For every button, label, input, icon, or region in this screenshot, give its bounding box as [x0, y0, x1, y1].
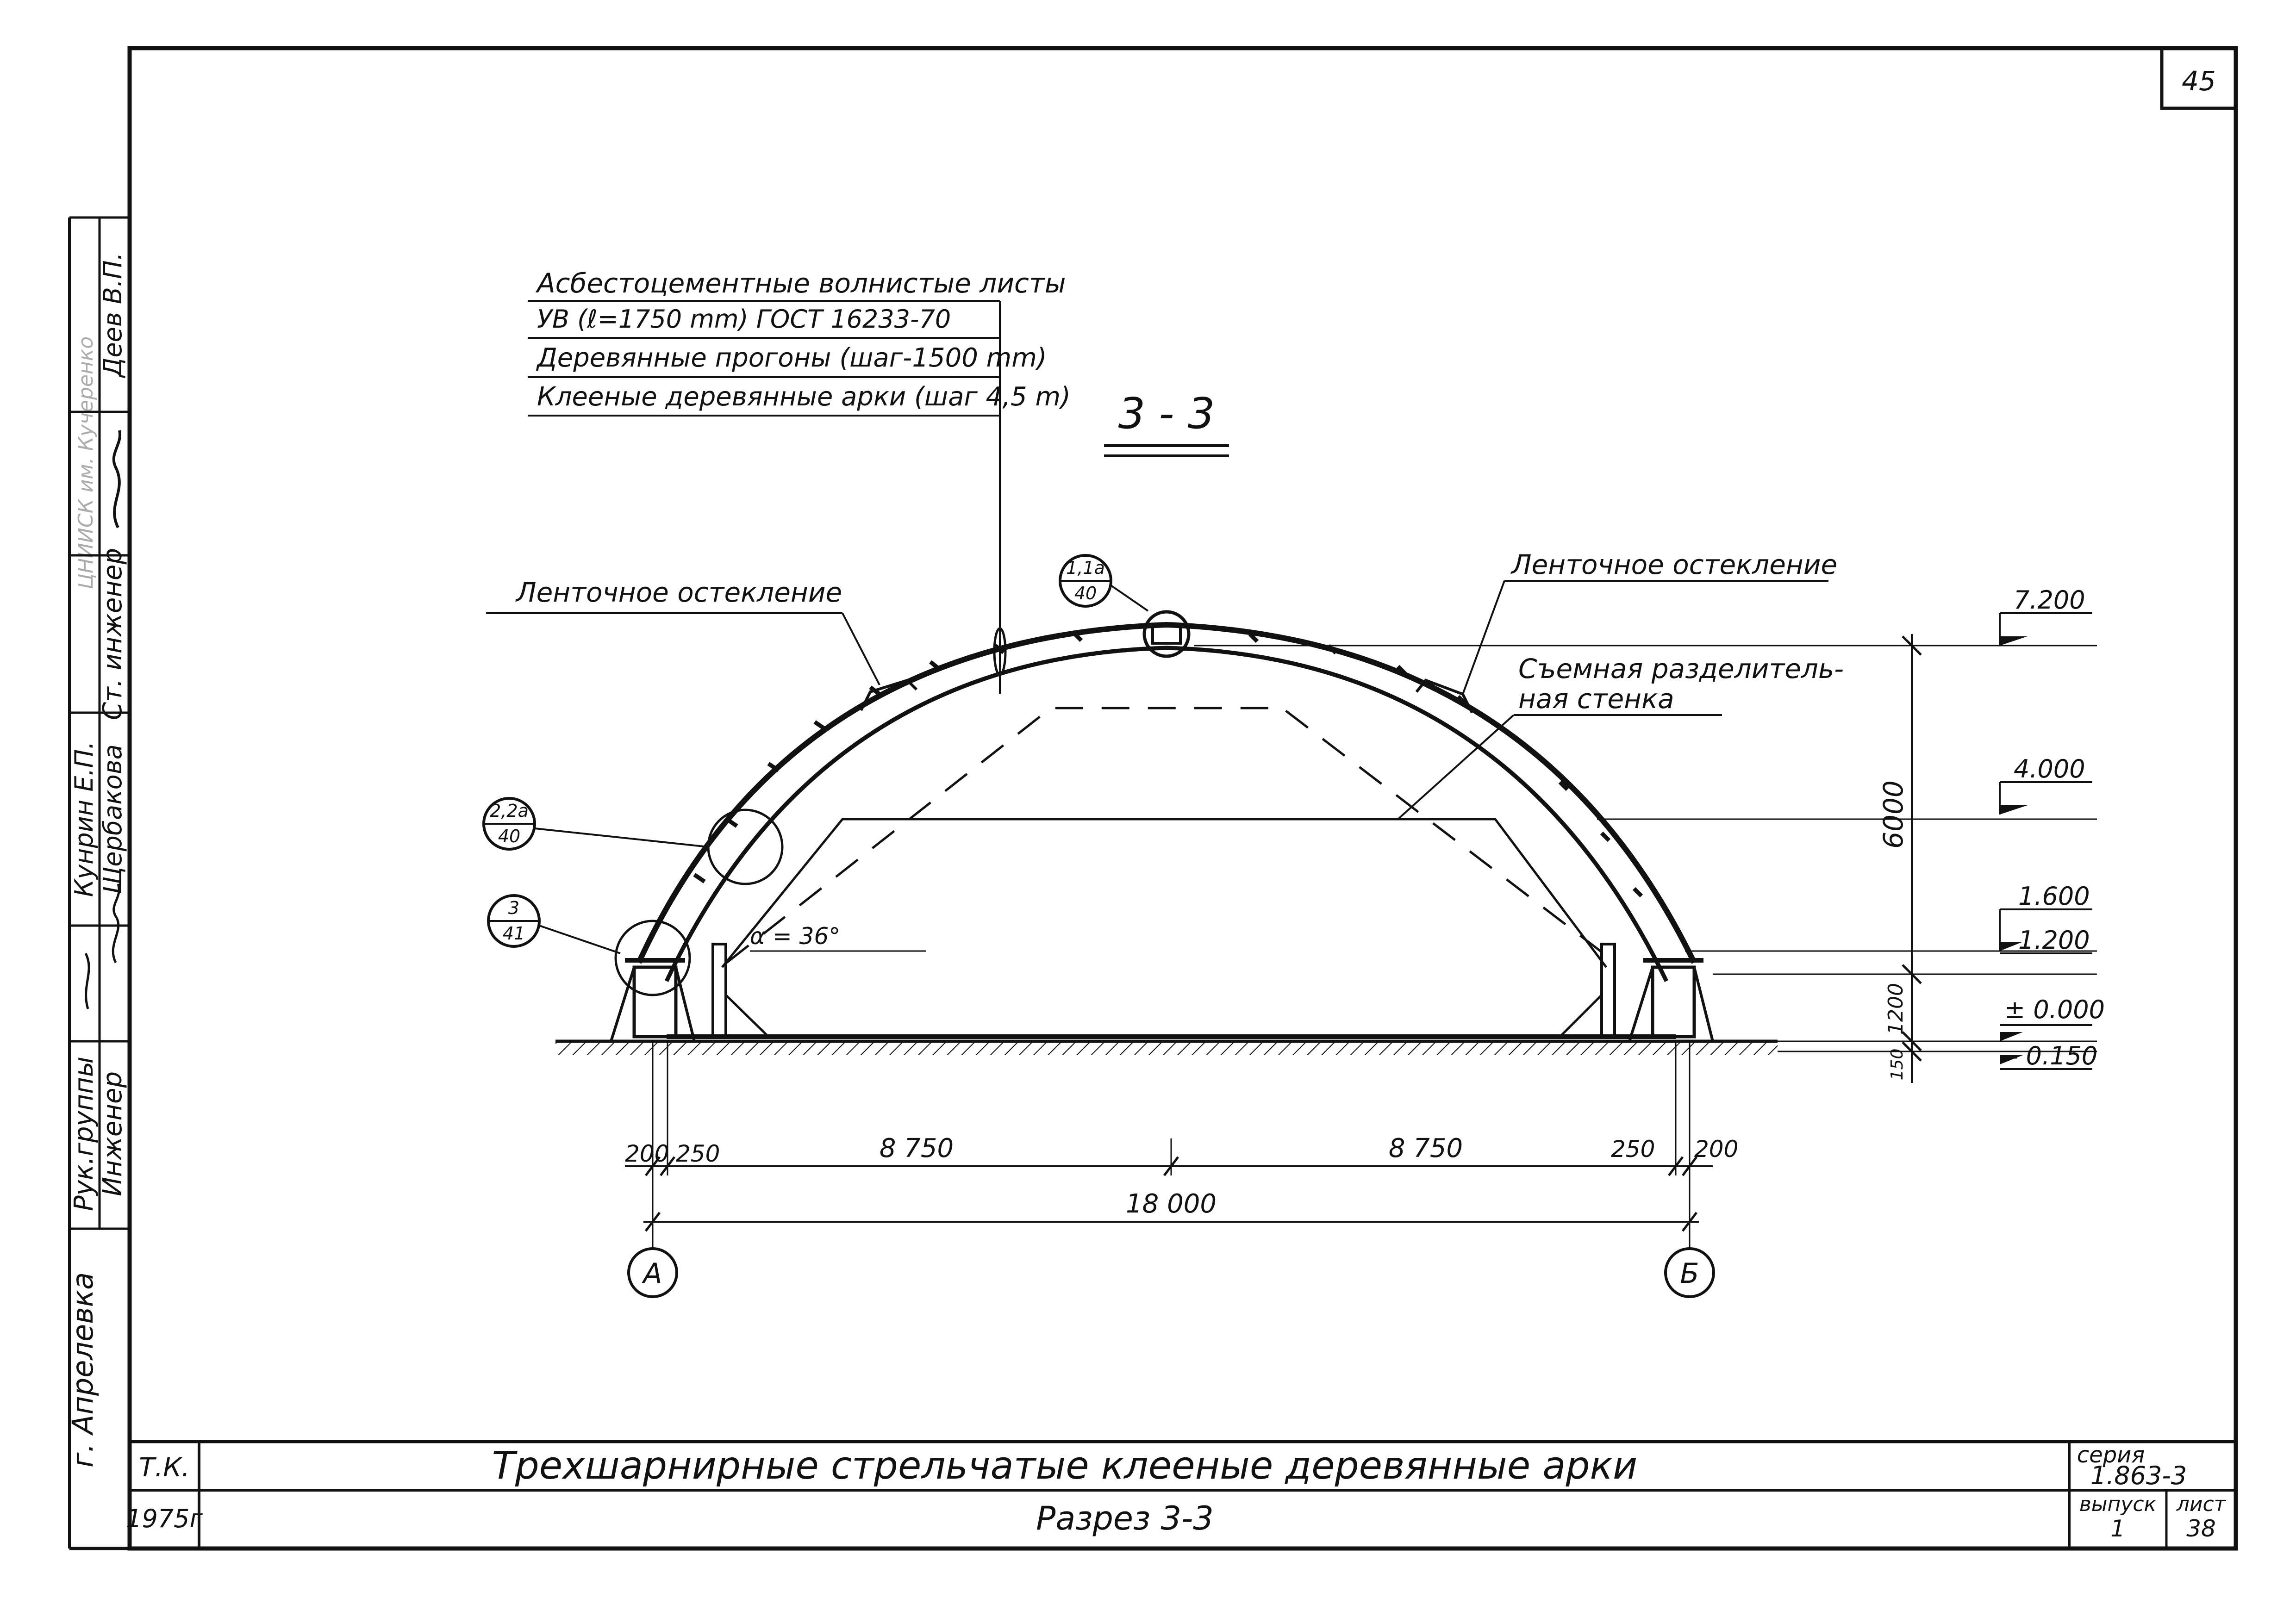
- glazing-left-callout: Ленточное остекление: [486, 577, 880, 685]
- level-0000: ± 0.000: [2004, 995, 2105, 1024]
- role-engineer: Инженер: [98, 1071, 128, 1196]
- node-ref-1-bottom: 40: [1074, 583, 1097, 603]
- signature-3: [112, 430, 122, 529]
- roof-callout: Асбестоцементные волнистые листы УВ (ℓ=1…: [528, 267, 1071, 694]
- city-label: г. Апрелевка: [66, 1272, 100, 1468]
- sheet-number: 45: [2182, 65, 2216, 97]
- dim-6000: 6000: [1878, 780, 1909, 849]
- dim-150: 150: [1888, 1049, 1907, 1081]
- node-ref-3: 3 41: [487, 894, 691, 996]
- side-stamp: Рук.группы Инженер Ст. инженер Кунрин Е.…: [66, 216, 130, 1468]
- partition-label-1: Съемная разделитель-: [1518, 653, 1844, 684]
- dim-span-18000: 18 000: [1126, 1189, 1217, 1219]
- angle-callout: α = 36°: [750, 923, 840, 950]
- arches-label: Клееные деревянные арки (шаг 4,5 m): [537, 382, 1071, 412]
- internal-outline: [721, 707, 1616, 968]
- right-support: [1628, 958, 1714, 1042]
- title-block: Т.К. 1975г Трехшарнирные стрельчатые кле…: [126, 1440, 2236, 1548]
- axis-b: Б: [1664, 1240, 1715, 1298]
- axis-b-label: Б: [1680, 1257, 1699, 1290]
- level-4000: 4.000: [2014, 754, 2085, 784]
- horizontal-dimensions: 200 250 8 750 8 750 250 200 18 000: [625, 1041, 1738, 1240]
- roof-sheets-label: Асбестоцементные волнистые листы: [535, 267, 1066, 299]
- ground: [555, 1034, 1778, 1055]
- section-title-text: 3 - 3: [1118, 389, 1215, 438]
- sheet-number-box: 45: [2160, 46, 2238, 110]
- node-ref-2-bottom: 40: [498, 826, 520, 846]
- arch-structure: [610, 610, 1714, 1042]
- org-code: Т.К.: [139, 1453, 190, 1483]
- angle-label: α = 36°: [750, 923, 840, 950]
- drawing-subtitle: Разрез 3-3: [1036, 1499, 1214, 1537]
- dim-right-250: 250: [1611, 1136, 1655, 1163]
- node-ref-3-top: 3: [508, 898, 519, 918]
- level-minus-0150: - 0.150: [2009, 1041, 2097, 1070]
- drawing-title: Трехшарнирные стрельчатые клееные деревя…: [492, 1444, 1638, 1488]
- issue-value: 1: [2110, 1515, 2125, 1542]
- node-ref-1: 1,1а 40: [1059, 554, 1149, 612]
- dim-left-8750: 8 750: [880, 1133, 954, 1163]
- faded-stamp-text: ЦНИИСК им. Кучеренко: [74, 336, 98, 589]
- vertical-dimensions: 6000 1200 150: [1878, 634, 1922, 1083]
- dim-1200: 1200: [1884, 983, 1908, 1035]
- dim-left-250: 250: [676, 1140, 720, 1167]
- sheet-value: 38: [2186, 1515, 2216, 1542]
- dim-right-8750: 8 750: [1389, 1133, 1463, 1163]
- role-senior-engineer: Ст. инженер: [98, 548, 128, 720]
- glazing-right-callout: Ленточное остекление: [1462, 549, 1837, 695]
- purlin-marks: [693, 631, 1643, 898]
- node-ref-2-top: 2,2а: [490, 801, 529, 821]
- partition-label-2: ная стенка: [1518, 683, 1674, 715]
- signature-2: [84, 952, 90, 1009]
- level-marks: 7.200 4.000 1.600 1.200 ± 0.000 - 0.150: [1194, 585, 2105, 1070]
- roof-sheets-standard: УВ (ℓ=1750 mm) ГОСТ 16233-70: [537, 305, 951, 334]
- issue-label: выпуск: [2079, 1492, 2157, 1516]
- left-support: [610, 958, 696, 1042]
- glazing-left-label: Ленточное остекление: [515, 577, 842, 608]
- series-value: 1.863-3: [2090, 1461, 2187, 1490]
- dim-right-200: 200: [1694, 1136, 1738, 1163]
- glazing-right-label: Ленточное остекление: [1510, 549, 1837, 580]
- year: 1975г: [126, 1504, 203, 1533]
- axis-a: А: [627, 1240, 678, 1298]
- node-ref-2: 2,2а 40: [482, 797, 784, 885]
- level-1600: 1.600: [2018, 882, 2090, 911]
- section-title: 3 - 3: [1104, 389, 1229, 457]
- sheet-frame: [68, 46, 2238, 1551]
- level-7200: 7.200: [2014, 585, 2085, 615]
- dim-left-200: 200: [625, 1140, 669, 1167]
- partition-callout: Съемная разделитель- ная стенка: [1397, 653, 1844, 820]
- name-1: Кунрин Е.П.: [69, 741, 99, 897]
- signature-1: [112, 883, 120, 964]
- purlins-label: Деревянные прогоны (шаг-1500 mm): [536, 343, 1047, 373]
- node-ref-3-bottom: 41: [503, 923, 525, 944]
- name-2: Щербакова: [98, 744, 127, 894]
- node-ref-1-top: 1,1а: [1066, 558, 1105, 578]
- level-1200: 1.200: [2018, 926, 2090, 955]
- name-3: Деев В.П.: [98, 252, 127, 378]
- axis-a-label: А: [641, 1257, 662, 1290]
- sheet-label: лист: [2176, 1492, 2227, 1516]
- role-group-lead: Рук.группы: [69, 1057, 99, 1211]
- series-label: серия: [2077, 1442, 2145, 1468]
